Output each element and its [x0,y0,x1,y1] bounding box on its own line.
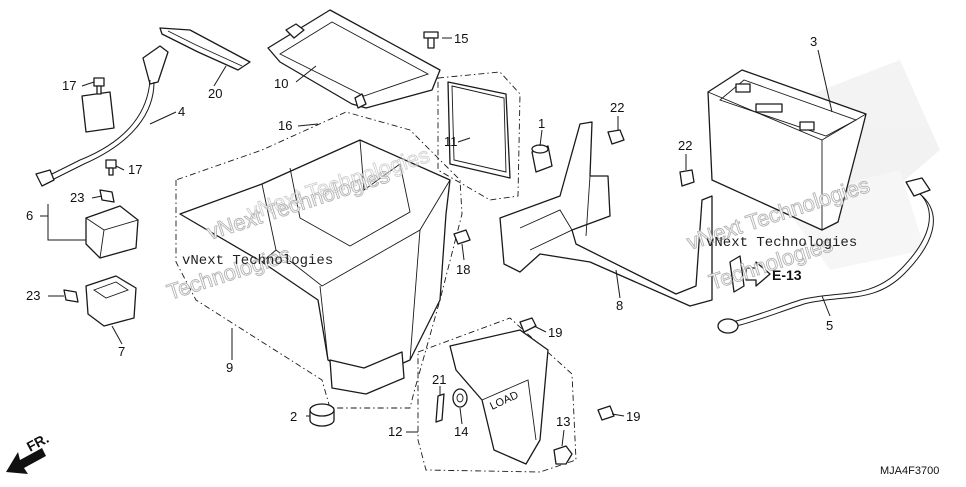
watermark-5: vNext Technologies [182,253,333,269]
direction-label: FR. [24,430,51,455]
watermark-6: vNext Technologies [706,235,857,251]
callout-9: 9 [226,360,233,375]
ref-label-e13: E-13 [772,267,802,283]
part-battery-box [179,139,451,395]
callout-18: 18 [456,262,470,277]
part-relay [47,204,139,259]
callouts: 1 2 3 4 5 6 7 8 9 10 11 12 13 14 15 16 1… [26,31,833,439]
fr-direction-arrow [6,448,46,474]
group-outline-box [175,111,463,409]
callout-17b: 17 [128,162,142,177]
part-bolt-15 [423,31,439,49]
part-bolt-17 [93,77,117,176]
part-relay-cover [85,275,137,327]
part-grommet [309,403,335,427]
callout-17a: 17 [62,78,76,93]
part-battery [707,69,867,231]
part-clip-18 [453,229,471,245]
callout-3: 3 [810,34,817,49]
callout-19b: 19 [626,409,640,424]
callout-8: 8 [616,298,623,313]
part-fasteners [435,317,615,465]
part-battery-bracket [499,121,713,307]
ref-arrow-e13 [729,255,771,293]
part-clip-23 [63,189,115,303]
callout-23b: 23 [26,288,40,303]
callout-19a: 19 [548,325,562,340]
callout-7: 7 [118,344,125,359]
diagram-code: MJA4F3700 [880,465,939,477]
callout-20: 20 [208,86,222,101]
callout-13: 13 [556,414,570,429]
callout-15: 15 [454,31,468,46]
callout-22a: 22 [610,100,624,115]
part-battery-strap [159,27,251,71]
callout-5: 5 [826,318,833,333]
group-outline-cover [417,317,577,473]
part-harness [35,45,169,187]
watermark-3: Technologies [164,241,294,304]
callout-16: 16 [278,118,292,133]
callout-1: 1 [538,116,545,131]
callout-12: 12 [388,424,402,439]
callout-23a: 23 [70,190,84,205]
part-pad [447,81,511,179]
callout-21: 21 [432,372,446,387]
part-bolt-22 [607,129,695,187]
callout-14: 14 [454,424,468,439]
callout-2: 2 [290,409,297,424]
part-box-cover [267,9,441,109]
callout-22b: 22 [678,138,692,153]
part-sleeve [531,144,553,173]
callout-11: 11 [444,134,458,149]
callout-6: 6 [26,208,33,223]
callout-4: 4 [178,104,185,119]
part-ground-cable [717,177,934,334]
part-side-cover: LOAD [449,329,549,465]
callout-10: 10 [274,76,288,91]
group-outline-pad [437,71,521,201]
leader-lines [40,37,833,447]
